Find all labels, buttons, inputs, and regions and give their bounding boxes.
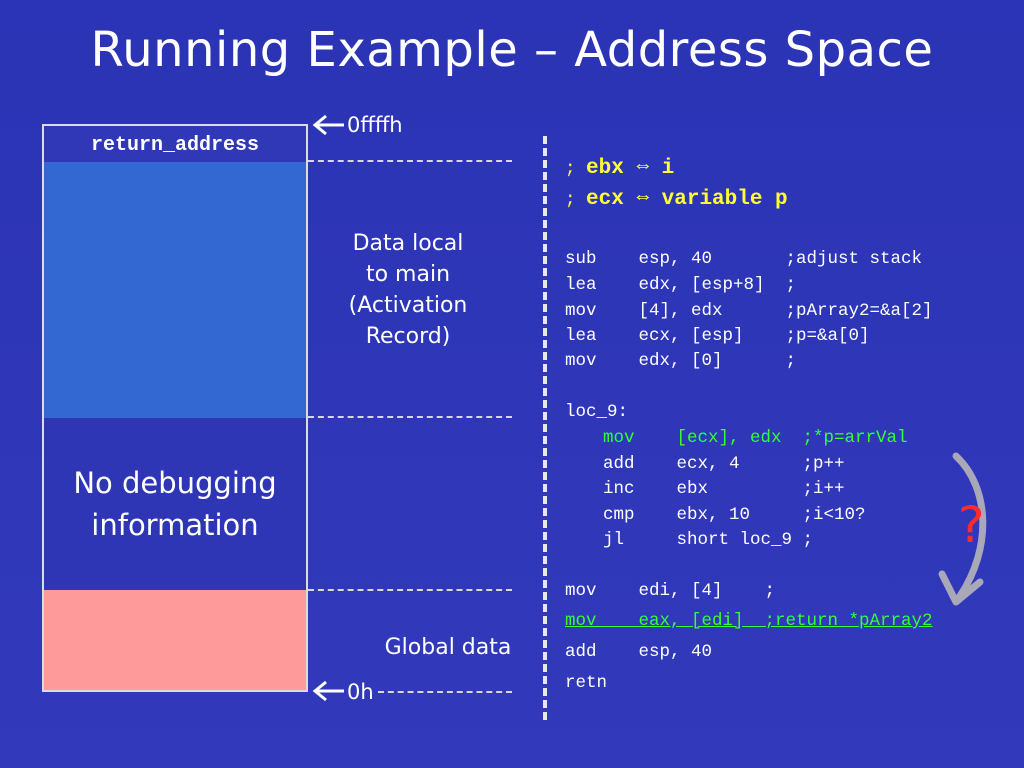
comment-semicolon: ; xyxy=(565,190,576,210)
global-data-region xyxy=(42,590,308,692)
code-line: mov [4], edx ;pArray2=&a[2] xyxy=(565,301,933,321)
code-line: add esp, 40 xyxy=(565,642,713,662)
curved-arrow-icon xyxy=(938,452,987,606)
code-line: add ecx, 4 ;p++ xyxy=(603,454,845,474)
slide-title: Running Example – Address Space xyxy=(90,22,934,78)
bottom-address-label: 0h xyxy=(347,680,374,704)
separator-line xyxy=(543,136,547,720)
global-data-label: Global data xyxy=(384,635,512,660)
question-mark: ? xyxy=(958,496,985,554)
divider-line-top xyxy=(308,160,512,162)
top-arrow-icon xyxy=(312,114,344,136)
code-line-highlight: mov [ecx], edx ;*p=arrVal xyxy=(603,428,908,448)
code-line: inc ebx ;i++ xyxy=(603,479,845,499)
no-debug-region: No debugging information xyxy=(42,418,308,590)
register-mapping-ebx: ebx ⇔ i xyxy=(586,157,675,180)
register-mapping-ecx: ecx ⇔ variable p xyxy=(586,188,788,211)
data-local-region xyxy=(42,162,308,418)
register-comment: ; ecx ⇔ variable p xyxy=(565,187,788,213)
divider-line-low xyxy=(308,589,512,591)
code-line-highlight: mov eax, [edi] ;return *pArray2 xyxy=(565,611,933,631)
code-line: sub esp, 40 ;adjust stack xyxy=(565,249,923,269)
loop-label: loc_9: xyxy=(565,402,629,422)
code-line: mov edx, [0] ; xyxy=(565,351,797,371)
code-line: lea edx, [esp+8] ; xyxy=(565,275,797,295)
code-line: cmp ebx, 10 ;i<10? xyxy=(603,505,866,525)
divider-line-mid xyxy=(308,416,512,418)
divider-line-bottom xyxy=(378,691,512,693)
code-line: lea ecx, [esp] ;p=&a[0] xyxy=(565,326,870,346)
code-line: mov edi, [4] ; xyxy=(565,581,776,601)
register-comment: ; ebx ⇔ i xyxy=(565,156,674,182)
bottom-arrow-icon xyxy=(312,680,344,702)
code-line: jl short loc_9 ; xyxy=(603,530,814,550)
comment-semicolon: ; xyxy=(565,159,576,179)
top-address-label: 0ffffh xyxy=(347,113,403,137)
code-line: retn xyxy=(565,673,608,693)
data-local-label: Data local to main (Activation Record) xyxy=(348,231,468,349)
return-address-cell: return_address xyxy=(42,124,308,162)
